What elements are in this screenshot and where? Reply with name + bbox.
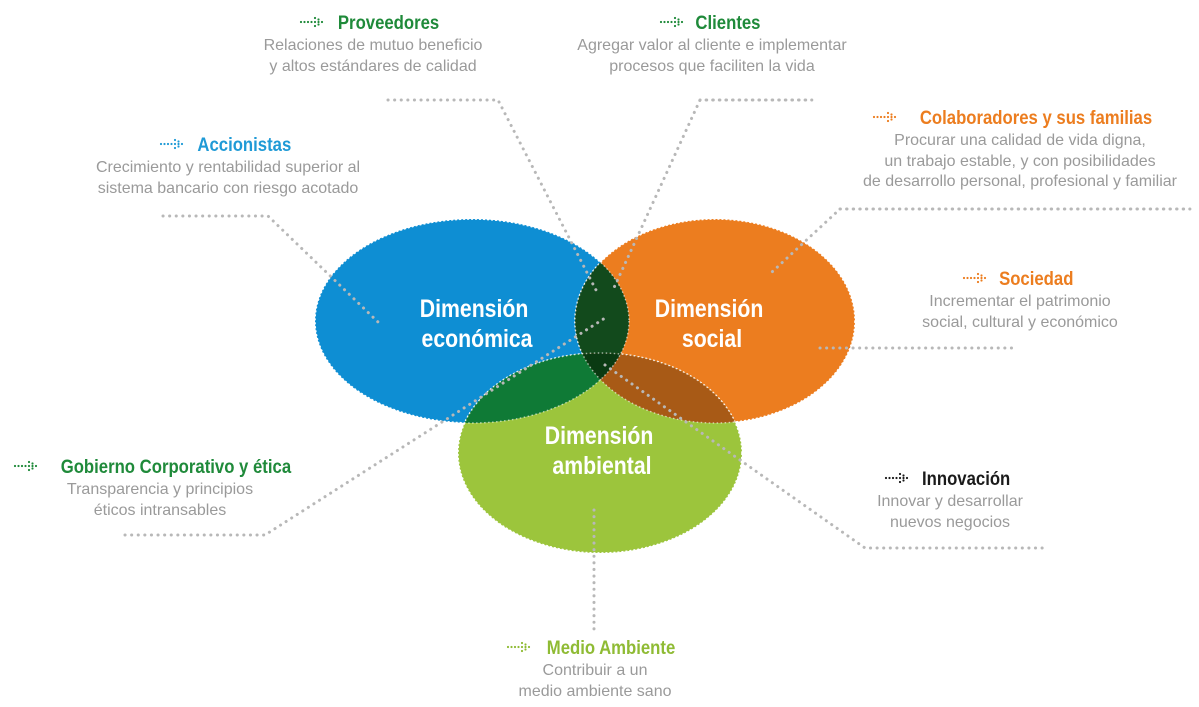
economic-outline xyxy=(314,218,630,424)
gobierno-desc-line-1: Transparencia y principios xyxy=(66,481,254,499)
arrow-icon xyxy=(659,15,685,35)
sociedad-desc-line-1: Incrementar el patrimonio xyxy=(929,293,1111,311)
innovacion-desc-line-2: nuevos negocios xyxy=(889,513,1011,531)
accionistas-block: Accionistas Crecimiento y rentabilidad s… xyxy=(78,134,378,199)
medio-ambiente-block: Medio Ambiente Contribuir a un medio amb… xyxy=(490,637,700,702)
proveedores-block: Proveedores Relaciones de mutuo benefici… xyxy=(238,12,508,77)
environmental-outline xyxy=(457,352,743,554)
sociedad-desc-line-2: social, cultural y económico xyxy=(922,313,1118,331)
sociedad-block: Sociedad Incrementar el patrimonio socia… xyxy=(895,268,1145,333)
accionistas-title: Accionistas xyxy=(197,135,291,156)
environmental-label: Dimensión ambiental xyxy=(545,421,659,479)
clientes-title: Clientes xyxy=(695,13,761,34)
connector-accionistas xyxy=(161,214,380,324)
colaboradores-desc-line-3: de desarrollo personal, profesional y fa… xyxy=(863,173,1177,191)
sociedad-title: Sociedad xyxy=(998,269,1074,290)
proveedores-title: Proveedores xyxy=(338,13,440,34)
clientes-block: Clientes Agregar valor al cliente e impl… xyxy=(552,12,872,77)
accionistas-desc-line-1: Crecimiento y rentabilidad superior al xyxy=(95,159,361,177)
medio-ambiente-title: Medio Ambiente xyxy=(546,638,676,659)
overlap-social-env xyxy=(575,353,742,423)
arrow-icon xyxy=(962,271,988,291)
innovacion-title: Innovación xyxy=(921,469,1011,490)
gobierno-title: Gobierno Corporativo y ética xyxy=(60,457,292,478)
gobierno-desc-line-2: éticos intransables xyxy=(93,501,227,519)
connector-gobierno xyxy=(123,316,607,537)
clientes-desc-line-1: Agregar valor al cliente e implementar xyxy=(577,37,847,55)
gobierno-block: Gobierno Corporativo y ética Transparenc… xyxy=(5,456,315,521)
arrow-icon xyxy=(872,110,898,130)
colaboradores-desc-line-2: un trabajo estable, y con posibilidades xyxy=(884,152,1156,170)
colaboradores-block: Colaboradores y sus familias Procurar un… xyxy=(845,107,1195,193)
arrow-icon xyxy=(159,137,185,157)
overlap-econ-env xyxy=(458,353,629,423)
arrow-icon xyxy=(299,15,325,35)
economic-label: Dimensión económica xyxy=(420,294,534,352)
medio-ambiente-desc-line-1: Contribuir a un xyxy=(542,662,648,680)
connector-innovacion xyxy=(603,363,1050,550)
innovacion-desc-line-1: Innovar y desarrollar xyxy=(877,493,1023,511)
accionistas-desc-line-2: sistema bancario con riesgo acotado xyxy=(97,179,359,197)
colaboradores-title: Colaboradores y sus familias xyxy=(919,108,1153,129)
connector-clientes xyxy=(610,98,812,294)
social-outline xyxy=(574,218,856,424)
arrow-icon xyxy=(506,640,532,660)
connector-colaboradores xyxy=(770,207,1190,274)
clientes-desc-line-2: procesos que faciliten la vida xyxy=(609,57,815,75)
proveedores-desc-line-2: y altos estándares de calidad xyxy=(269,57,477,75)
social-label: Dimensión social xyxy=(655,294,769,352)
colaboradores-desc-line-1: Procurar una calidad de vida digna, xyxy=(894,132,1146,150)
innovacion-block: Innovación Innovar y desarrollar nuevos … xyxy=(845,468,1055,533)
proveedores-desc-line-1: Relaciones de mutuo beneficio xyxy=(263,37,483,55)
arrow-icon xyxy=(13,459,39,479)
medio-ambiente-desc-line-2: medio ambiente sano xyxy=(518,682,672,700)
arrow-icon xyxy=(884,471,910,491)
